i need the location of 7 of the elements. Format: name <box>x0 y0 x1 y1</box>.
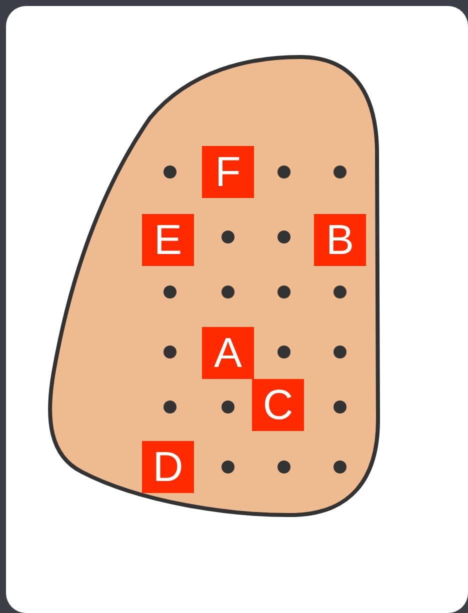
letter-label: E <box>142 214 194 266</box>
letter-label: D <box>142 441 194 493</box>
letter-label: F <box>202 146 254 198</box>
letter-label: B <box>314 214 366 266</box>
letter-label: A <box>202 327 254 379</box>
blob-shape <box>45 55 381 519</box>
letter-label: C <box>252 379 304 431</box>
